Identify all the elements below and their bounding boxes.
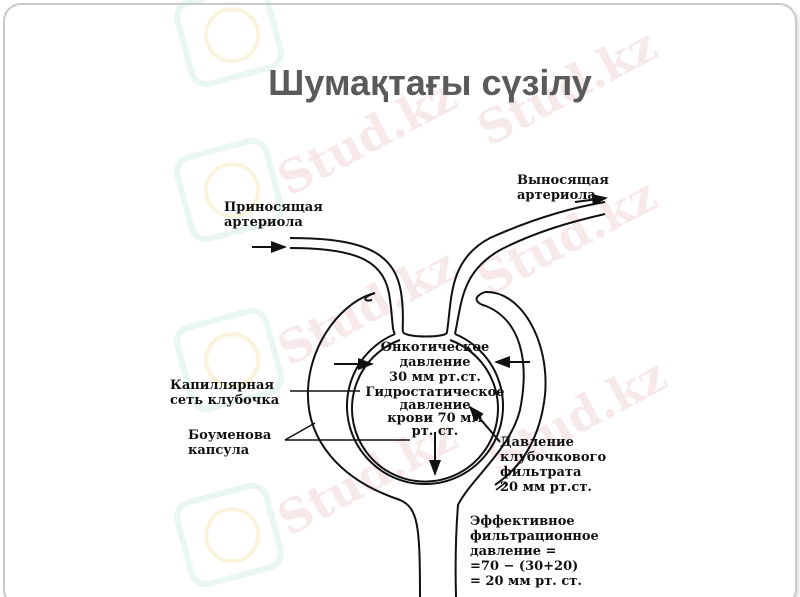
label-afferent-arteriole: Приносящая артериола — [224, 200, 323, 230]
label-bowman-capsule: Боуменова капсула — [188, 428, 272, 458]
bowman-capsule-tip — [364, 292, 376, 302]
leader-line-bowman-outer — [284, 422, 316, 441]
label-hydrostatic-pressure: Гидростатическое давление крови 70 мм рт… — [365, 385, 505, 439]
slide-frame — [3, 3, 797, 597]
bowman-capsule-right-inner — [454, 291, 525, 597]
efferent-arteriole — [446, 201, 606, 333]
label-capillary-network: Капиллярная сеть клубочка — [170, 378, 280, 408]
glomerulus — [346, 333, 504, 485]
arteriole-neck — [402, 331, 449, 338]
filtrate-arrow — [468, 405, 501, 443]
glomerulus-inner-wall — [351, 339, 499, 483]
slide-title: Шумақтағы сүзілу — [268, 62, 592, 103]
afferent-arteriole-wall — [289, 247, 396, 335]
afferent-arteriole — [289, 237, 404, 333]
label-efferent-arteriole: Выносящая артериола — [517, 173, 609, 203]
bowman-capsule — [306, 292, 421, 597]
label-effective-filtration-pressure: Эффективное фильтрационное давление = =7… — [470, 514, 599, 589]
label-filtrate-pressure: Давление клубочкового фильтрата 20 мм рт… — [500, 435, 607, 495]
label-oncotic-pressure: Онкотическое давление 30 мм рт.ст. — [380, 340, 490, 385]
efferent-arteriole-wall — [454, 213, 606, 335]
leader-line-filtrate — [495, 482, 506, 491]
outflow-arrow — [574, 193, 608, 206]
bowman-capsule-right-outer — [484, 290, 547, 486]
